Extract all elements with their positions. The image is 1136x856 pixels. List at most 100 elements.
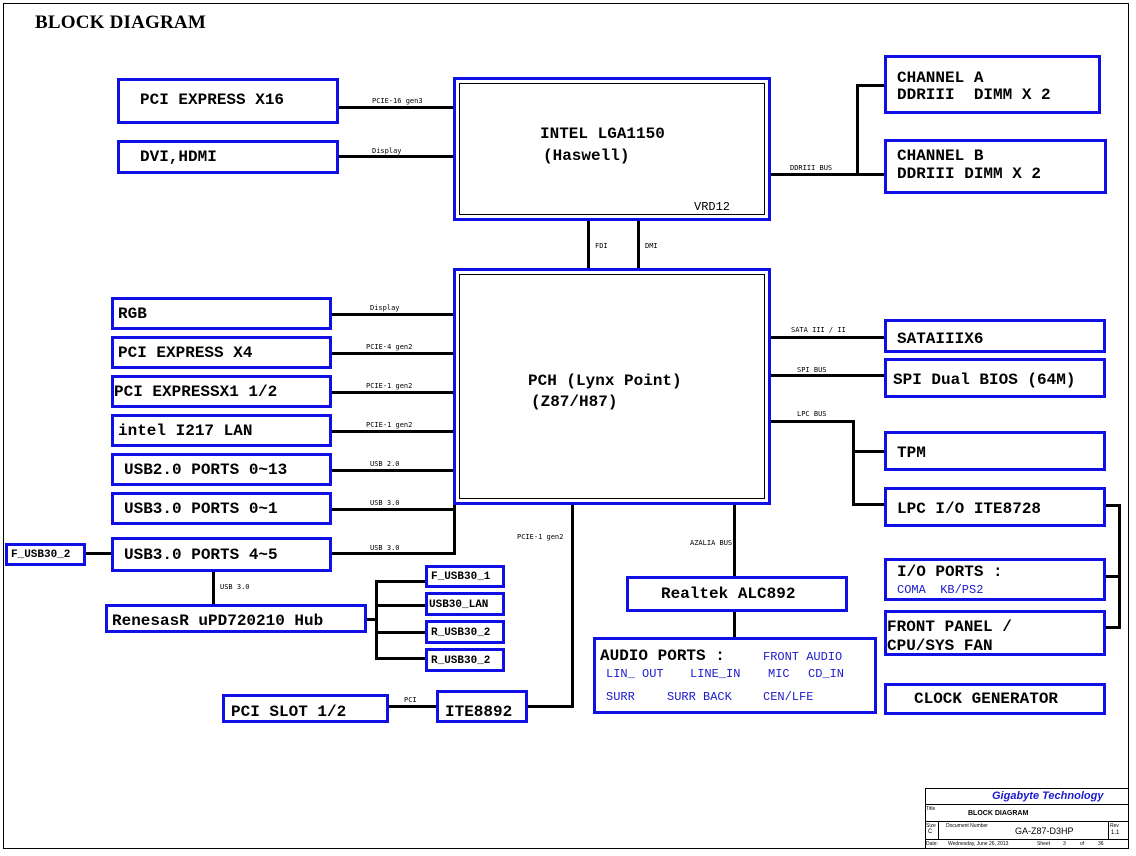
pcie-x16-box bbox=[117, 78, 339, 124]
pci-slot-label: PCI SLOT 1/2 bbox=[231, 703, 347, 721]
usb30-a-box bbox=[111, 492, 332, 525]
channel-b-line1: CHANNEL B bbox=[897, 147, 984, 165]
usb30-b-bus: USB 3.0 bbox=[370, 544, 400, 552]
company-name: Gigabyte Technology bbox=[992, 790, 1104, 802]
pch-block bbox=[453, 268, 771, 505]
usb30-a-label: USB3.0 PORTS 0~1 bbox=[124, 500, 278, 518]
fdi-label: FDI bbox=[595, 242, 608, 250]
tpm-label: TPM bbox=[897, 444, 926, 462]
dmi-label: DMI bbox=[645, 242, 658, 250]
tpm-box bbox=[884, 431, 1106, 471]
title-label: Title bbox=[926, 806, 936, 812]
channel-b-box bbox=[884, 139, 1107, 194]
spi-box bbox=[884, 358, 1106, 398]
io-ports-title: I/O PORTS : bbox=[897, 563, 1003, 581]
sata-label: SATAIIIX6 bbox=[897, 330, 984, 348]
pcie-x4-bus: PCIE-4 gen2 bbox=[366, 343, 413, 351]
cpu-inner-border bbox=[459, 83, 765, 215]
title-block bbox=[925, 788, 1129, 849]
f-usb30-2-left-box bbox=[5, 543, 86, 566]
usb20-box bbox=[111, 453, 332, 486]
link-ddr-a bbox=[856, 84, 886, 87]
link-spi bbox=[768, 374, 886, 377]
io-ports-sub: COMA KB/PS2 bbox=[897, 583, 984, 597]
of-value: 36 bbox=[1098, 841, 1104, 847]
audio-cd-in: CD_IN bbox=[808, 667, 845, 681]
lpc-io-box bbox=[884, 487, 1106, 527]
codec-box bbox=[626, 576, 848, 612]
link-io-bracket-top bbox=[1104, 504, 1121, 507]
sheet-label: Sheet bbox=[1037, 841, 1051, 847]
link-hub-p3 bbox=[375, 631, 427, 634]
hub-port-4-label: R_USB30_2 bbox=[431, 655, 491, 667]
link-io-ports bbox=[1104, 575, 1121, 578]
link-f-usb30-2 bbox=[84, 552, 114, 555]
link-usb30-b bbox=[330, 552, 456, 555]
audio-front: FRONT AUDIO bbox=[763, 650, 843, 664]
ite8892-box bbox=[436, 690, 528, 723]
channel-a-box bbox=[884, 55, 1101, 114]
azalia-bus: AZALIA BUS bbox=[690, 539, 733, 547]
pci-slot-box bbox=[222, 694, 389, 723]
cpu-block bbox=[453, 77, 771, 221]
link-pcie4 bbox=[330, 352, 456, 355]
cpu-vrd: VRD12 bbox=[694, 200, 731, 214]
audio-cen-lfe: CEN/LFE bbox=[763, 690, 814, 704]
sheet-value: 3 bbox=[1063, 841, 1066, 847]
pcie-x1-bus: PCIE-1 gen2 bbox=[366, 382, 413, 390]
hub-port-4-box bbox=[425, 648, 505, 672]
pcie-x1-box bbox=[111, 375, 332, 408]
link-fdi bbox=[587, 219, 590, 269]
link-front-panel bbox=[1104, 626, 1121, 629]
usb20-label: USB2.0 PORTS 0~13 bbox=[124, 461, 288, 479]
link-hub-p2 bbox=[375, 604, 427, 607]
clock-label: CLOCK GENERATOR bbox=[914, 690, 1059, 708]
date-value: Wednesday, June 26, 2013 bbox=[948, 841, 1009, 847]
hub-port-2-box bbox=[425, 592, 505, 616]
audio-mic: MIC bbox=[768, 667, 790, 681]
pcie-x16-label: PCI EXPRESS X16 bbox=[140, 91, 285, 109]
dvi-hdmi-box bbox=[117, 140, 339, 174]
pcie-x4-box bbox=[111, 336, 332, 369]
hub-usb30-bus: USB 3.0 bbox=[220, 583, 250, 591]
link-ddr-b bbox=[856, 173, 886, 176]
doc-label: Document Number bbox=[946, 823, 988, 829]
rgb-box bbox=[111, 297, 332, 330]
pch-name: PCH (Lynx Point) bbox=[528, 372, 682, 390]
link-ddr-vertical bbox=[856, 84, 859, 176]
f-usb30-2-left-label: F_USB30_2 bbox=[11, 549, 71, 561]
link-display-cpu bbox=[337, 155, 461, 158]
display-cpu-bus: Display bbox=[372, 147, 402, 155]
clock-box bbox=[884, 683, 1106, 715]
title-block-rule-1 bbox=[925, 804, 1129, 805]
link-hub-p4 bbox=[375, 657, 427, 660]
cpu-name: INTEL LGA1150 bbox=[540, 125, 665, 143]
codec-label: Realtek ALC892 bbox=[661, 585, 796, 603]
audio-lin-out: LIN_ OUT bbox=[606, 667, 664, 681]
ite8892-label: ITE8892 bbox=[445, 703, 513, 721]
title-value: BLOCK DIAGRAM bbox=[968, 810, 1029, 817]
link-hub-usb30 bbox=[212, 570, 215, 606]
usb30-b-box bbox=[111, 537, 332, 572]
pcie-x4-label: PCI EXPRESS X4 bbox=[118, 344, 253, 362]
link-hub-out bbox=[365, 618, 378, 621]
hub-label: RenesasR uPD720210 Hub bbox=[112, 612, 324, 630]
rev-label: Rev bbox=[1110, 823, 1119, 829]
link-dmi bbox=[637, 219, 640, 269]
front-panel-box bbox=[884, 610, 1106, 656]
front-panel-line1: FRONT PANEL / bbox=[887, 618, 1012, 636]
usb30-a-bus: USB 3.0 bbox=[370, 499, 400, 507]
audio-surr-back: SURR BACK bbox=[667, 690, 732, 704]
link-lpc bbox=[768, 420, 855, 423]
sata-box bbox=[884, 319, 1106, 353]
link-usb30-a bbox=[330, 508, 456, 511]
sata-bus: SATA III / II bbox=[791, 326, 846, 334]
link-lan bbox=[330, 430, 456, 433]
lan-bus: PCIE-1 gen2 bbox=[366, 421, 413, 429]
spi-bus: SPI BUS bbox=[797, 366, 827, 374]
link-azalia bbox=[733, 500, 736, 578]
channel-a-line2: DDRIII DIMM X 2 bbox=[897, 86, 1051, 104]
link-pci bbox=[387, 705, 438, 708]
channel-b-line2: DDRIII DIMM X 2 bbox=[897, 165, 1042, 183]
pcie-x16-bus: PCIE-16 gen3 bbox=[372, 97, 423, 105]
